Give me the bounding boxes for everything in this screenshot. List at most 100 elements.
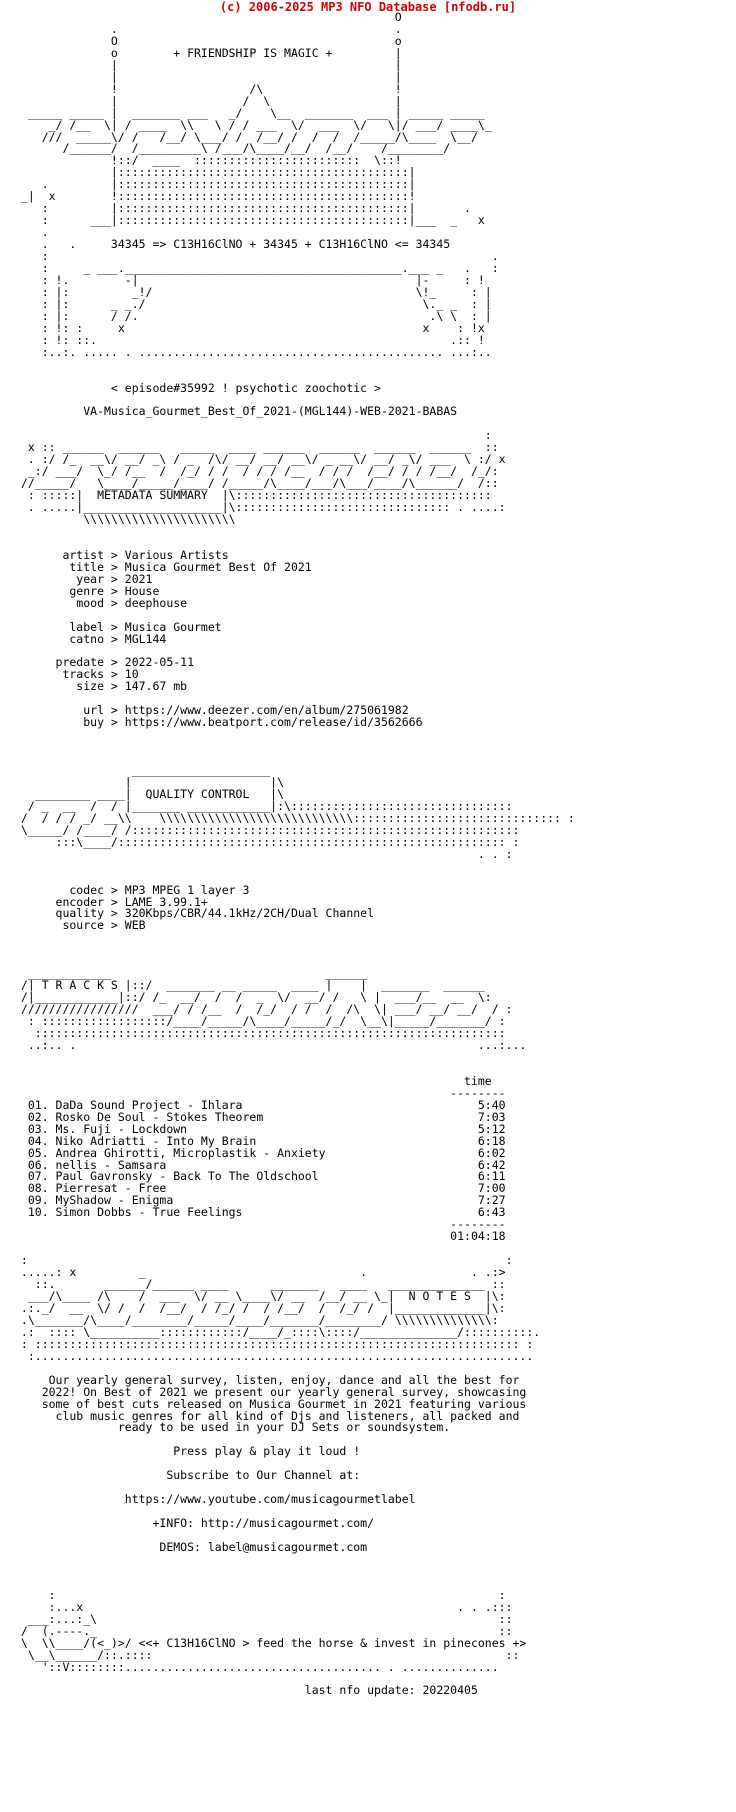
nfo-line: < episode#35992 ! psychotic zoochotic > [14, 380, 381, 395]
nfo-line: .: :::: \__________::::::::::::/____/_::… [14, 1324, 541, 1339]
nfo-line: label > Musica Gourmet [14, 619, 222, 634]
nfo-line: : ___|::::::::::::::::::::::::::::::::::… [14, 213, 485, 228]
nfo-line: \ \\____/(<_)>/ <<+ C13H16ClNO > feed th… [14, 1635, 527, 1650]
nfo-line: : |: / /. .\ \ : | [14, 308, 492, 323]
nfo-line: https://www.youtube.com/musicagourmetlab… [14, 1492, 416, 1507]
nfo-line: Subscribe to Our Channel at: [14, 1468, 361, 1483]
nfo-line: -------- [14, 1085, 506, 1100]
nfo-line: : ::::::::::::::::::/____/_____/\____/__… [14, 1014, 506, 1029]
nfo-line: 08. Pierresat - Free 7:00 [14, 1181, 506, 1196]
nfo-line: /// _____\/ / /__/ \___/ / /__/ / / / /_… [14, 129, 478, 144]
nfo-line: O o [14, 33, 402, 48]
nfo-line: . [14, 225, 49, 240]
nfo-line: url > https://www.deezer.com/en/album/27… [14, 703, 409, 718]
nfo-line: | | [14, 69, 402, 84]
nfo-line: ____________________ [14, 763, 271, 778]
nfo-line: : !. -| |- : ! [14, 272, 485, 287]
nfo-line: / _ __ / / |_______ ____________|:\:::::… [14, 798, 513, 813]
nfo-line: time [14, 1073, 492, 1088]
nfo-line: genre > House [14, 583, 160, 598]
nfo-line: ___/\____ /\ / ___ \/ __ \____\/ __ /__/… [14, 1288, 506, 1303]
nfo-line: :::\____/:::::::::::::::::::::::::::::::… [14, 834, 520, 849]
nfo-line: .:._/ __ \/ / / /__/ / /_/ / / /__/ / /_… [14, 1300, 506, 1315]
nfo-line: !::/ ____ :::::::::::::::::::::::: \::! [14, 153, 402, 168]
nfo-line: ::. ______/______ ____ _______ ____ ____… [14, 1277, 506, 1292]
nfo-line: buy > https://www.beatport.com/release/i… [14, 715, 423, 730]
nfo-line: : !: ::. .:: ! [14, 332, 485, 347]
nfo-line: quality > 320Kbps/CBR/44.1kHz/2CH/Dual C… [14, 906, 375, 921]
nfo-line: 07. Paul Gavronsky - Back To The Oldscho… [14, 1169, 506, 1184]
nfo-line: ready to be used in your DJ Sets or soun… [14, 1420, 451, 1435]
nfo-line: o + FRIENDSHIP IS MAGIC + | [14, 45, 402, 60]
nfo-line: . . : [14, 846, 513, 861]
nfo-line: : : [14, 1253, 513, 1268]
nfo-line: : !: : x x : !x [14, 320, 485, 335]
nfo-text: O . . O o o + FRIENDSHIP IS MAGIC + | | [14, 10, 575, 1698]
nfo-line: : |: _ _./ \._ _ : | [14, 296, 492, 311]
nfo-line: some of best cuts released on Musica Gou… [14, 1396, 527, 1411]
nfo-line: : :::::| METADATA SUMMARY |\::::::::::::… [14, 488, 492, 503]
nfo-line: 10. Simon Dobbs - True Feelings 6:43 [14, 1205, 506, 1220]
nfo-line: 01:04:18 [14, 1229, 506, 1244]
nfo-line: \__\______/::.:::: :: [14, 1647, 520, 1662]
nfo-line: : [14, 428, 492, 443]
nfo-line: :.......................................… [14, 1348, 534, 1363]
nfo-line: _____ _____ | _______ ___ _/ \__ _______… [14, 105, 485, 120]
nfo-line: +INFO: http://musicagourmet.com/ [14, 1516, 375, 1531]
nfo-line: .\_______/\____/________/_____/____/____… [14, 1312, 499, 1327]
nfo-line: /| T R A C K S |::/ _______ __ _____ ___… [14, 978, 485, 993]
nfo-line: : |: _!/ \!_ : | [14, 284, 492, 299]
nfo-line: | | [14, 57, 402, 72]
nfo-line: _:/ ___/ \_/ /__ / /_/ / / / / / /__ / /… [14, 464, 499, 479]
nfo-line: | |\ [14, 775, 285, 789]
nfo-line: 05. Andrea Ghirotti, Microplastik - Anxi… [14, 1145, 506, 1160]
nfo-line: _/ /__ \| / ____ \\ \ / / ___ \/ ___ \/ … [14, 117, 492, 132]
nfo-line: O [14, 10, 402, 24]
nfo-line: tracks > 10 [14, 667, 139, 682]
nfo-line: ///////////////// ___/ / /__ / /_/ / / /… [14, 1002, 513, 1017]
site-header[interactable]: (c) 2006-2025 MP3 NFO Database [nfodb.ru… [219, 0, 517, 14]
nfo-line: :..:. ..... . ..........................… [14, 344, 492, 359]
nfo-line: x :: ______ ______ _____ ____ ______ ___… [14, 440, 499, 455]
nfo-line: : . [14, 249, 499, 264]
nfo-line: club music genres for all kind of Djs an… [14, 1408, 520, 1423]
nfo-line: . . [14, 21, 402, 36]
nfo-line: /______/ /_________\ /___/\____/__/ /__/… [14, 141, 451, 156]
nfo-line: Press play & play it loud ! [14, 1444, 361, 1459]
nfo-line: 2022! On Best of 2021 we present our yea… [14, 1384, 527, 1399]
nfo-line: -------- [14, 1217, 506, 1232]
nfo-line: ___:...:_\ :: [14, 1611, 513, 1626]
nfo-line: //_____/ \____/_____/____/ /_____/\____/… [14, 476, 499, 491]
nfo-line: \_____/ /____/ /::::::::::::::::::::::::… [14, 822, 520, 837]
nfo-line: : _ ___.________________________________… [14, 261, 499, 276]
nfo-line: . . 34345 => C13H16ClNO + 34345 + C13H16… [14, 237, 451, 252]
nfo-line: :...x . . .::: [14, 1599, 513, 1614]
nfo-line: last nfo update: 20220405 [14, 1683, 478, 1698]
nfo-line: ! /\ ! [14, 81, 402, 96]
nfo-line: : ::::::::::::::::::::::::::::::::::::::… [14, 1336, 534, 1351]
nfo-line: | / \ | [14, 93, 402, 108]
nfo-line: 09. MyShadow - Enigma 7:27 [14, 1193, 506, 1208]
nfo-line: DEMOS: label@musicagourmet.com [14, 1540, 368, 1554]
nfo-line: title > Musica Gourmet Best Of 2021 [14, 559, 312, 574]
nfo-line: mood > deephouse [14, 595, 188, 610]
nfo-line: . |:::::::::::::::::::::::::::::::::::::… [14, 177, 416, 192]
nfo-line: |:::::::::::::::::::::::::::::::::::::::… [14, 165, 416, 180]
nfo-line: artist > Various Artists [14, 547, 229, 562]
nfo-line: : : [14, 1587, 506, 1602]
nfo-line: codec > MP3 MPEG 1 layer 3 [14, 882, 250, 897]
nfo-line: : |:::::::::::::::::::::::::::::::::::::… [14, 201, 471, 216]
nfo-line: _| x !::::::::::::::::::::::::::::::::::… [14, 189, 416, 204]
nfo-line: ..:.. . ...:... [14, 1037, 527, 1052]
nfo-line: ::::::::::::::::::::::::::::::::::::::::… [14, 1026, 506, 1041]
nfo-line: / / / / _/ __\\ \\\\\\\\\\\\\\\\\\\\\\\\… [14, 810, 575, 825]
nfo-line: Our yearly general survey, listen, enjoy… [14, 1372, 520, 1387]
nfo-line: year > 2021 [14, 571, 153, 586]
nfo-line: 04. Niko Adriatti - Into My Brain 6:18 [14, 1133, 506, 1148]
nfo-line: predate > 2022-05-11 [14, 655, 195, 670]
nfo-line: /|____________|::/ /_ __/ / / _ \/ __/ /… [14, 990, 492, 1005]
nfo-line: 03. Ms. Fuji - Lockdown 5:12 [14, 1121, 506, 1136]
nfo-line: VA-Musica_Gourmet_Best_Of_2021-(MGL144)-… [14, 404, 458, 419]
nfo-line: ____________ ______ [14, 966, 368, 981]
